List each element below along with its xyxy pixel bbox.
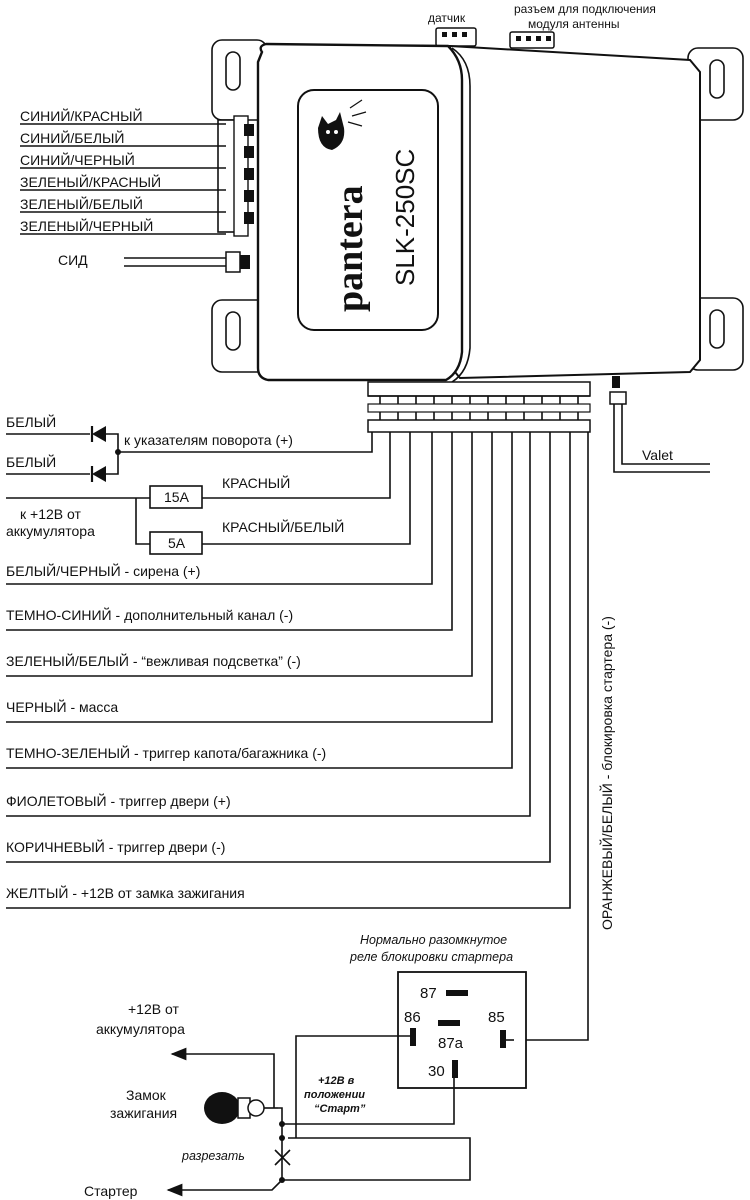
starter-label: Стартер <box>84 1183 138 1199</box>
main-wire-label: ТЕМНО-СИНИЙ - дополнительный канал (-) <box>6 606 293 623</box>
fuse-5a <box>149 531 203 555</box>
left-wire-label: ЗЕЛЕНЫЙ/КРАСНЫЙ <box>20 173 161 190</box>
main-wire-label: ТЕМНО-ЗЕЛЕНЫЙ - триггер капота/багажника… <box>6 744 326 761</box>
fuse-5a-label: 5А <box>168 535 186 551</box>
relay-box <box>397 971 527 1089</box>
left-wire-label: ЗЕЛЕНЫЙ/ЧЕРНЫЙ <box>20 217 153 234</box>
relay-pin-85: 85 <box>488 1009 505 1026</box>
fuse-15a-label: 15А <box>164 489 190 505</box>
valet-connector <box>609 376 627 405</box>
relay-pin-87a-terminal <box>438 1020 460 1026</box>
relay-pin-87: 87 <box>420 985 437 1002</box>
bottom-battery-line1: +12В от <box>128 1001 179 1017</box>
main-wires: БЕЛЫЙ/ЧЕРНЫЙ - сирена (+) ТЕМНО-СИНИЙ - … <box>6 432 571 909</box>
ignition-key-icon <box>204 1092 278 1124</box>
relay-pin-30: 30 <box>428 1063 445 1080</box>
alarm-unit <box>211 39 744 383</box>
main-wire-label: ЧЕРНЫЙ - масса <box>6 698 118 715</box>
relay-pin-87a: 87а <box>438 1035 464 1052</box>
led-label: СИД <box>58 252 88 268</box>
left-wire-label: СИНИЙ/КРАСНЫЙ <box>20 107 143 124</box>
relay-title-line2: реле блокировки стартера <box>349 950 513 964</box>
starter-block-label: ОРАНЖЕВЫЙ/БЕЛЫЙ - блокировка стартера (-… <box>598 616 615 930</box>
sensor-label: датчик <box>428 11 466 25</box>
relay-pin-30-terminal <box>452 1060 458 1078</box>
ignition-label-line1: Замок <box>126 1087 167 1103</box>
left-wire-group: СИНИЙ/КРАСНЫЙ СИНИЙ/БЕЛЫЙ СИНИЙ/ЧЕРНЫЙ З… <box>20 107 226 235</box>
ignition-label-line2: зажигания <box>110 1105 177 1121</box>
fuse-15a <box>149 485 203 509</box>
bottom-battery-line2: аккумулятора <box>96 1021 185 1037</box>
relay-pin-87-terminal <box>446 990 468 996</box>
sensor-connector <box>435 27 477 47</box>
relay-pin-86-terminal <box>410 1028 416 1046</box>
left-wire-label: ЗЕЛЕНЫЙ/БЕЛЫЙ <box>20 195 143 212</box>
turn-signal-label: к указателям поворота (+) <box>124 432 293 448</box>
start-label-line1: +12В в <box>318 1075 355 1087</box>
brand-logo: pantera <box>329 185 371 312</box>
valet-label: Valet <box>642 447 673 463</box>
diode-icon <box>90 426 106 442</box>
start-label-line2: положении <box>304 1089 365 1101</box>
antenna-label-line2: модуля антенны <box>528 17 619 31</box>
relay-pin-86: 86 <box>404 1009 421 1026</box>
left-wire-label: СИНИЙ/ЧЕРНЫЙ <box>20 151 135 168</box>
turn-wire-label-1: БЕЛЫЙ <box>6 413 56 430</box>
red-white-wire-label: КРАСНЫЙ/БЕЛЫЙ <box>222 518 344 535</box>
main-wire-label: КОРИЧНЕВЫЙ - триггер двери (-) <box>6 838 225 855</box>
antenna-connector <box>509 31 555 49</box>
diode-icon <box>90 466 106 482</box>
turn-wire-label-2: БЕЛЫЙ <box>6 453 56 470</box>
main-wire-label: БЕЛЫЙ/ЧЕРНЫЙ - сирена (+) <box>6 562 200 579</box>
cat-logo-icon <box>318 99 367 150</box>
main-wire-label: ЗЕЛЕНЫЙ/БЕЛЫЙ - “вежливая подсветка” (-) <box>6 652 301 669</box>
battery-label-line2: аккумулятора <box>6 523 95 539</box>
battery-label-line1: к +12В от <box>20 506 81 522</box>
cut-mark-icon <box>274 1149 291 1166</box>
main-wire-label: ФИОЛЕТОВЫЙ - триггер двери (+) <box>6 792 231 809</box>
model-name: SLK-250SC <box>390 149 420 286</box>
led-connector <box>225 251 250 273</box>
left-wire-label: СИНИЙ/БЕЛЫЙ <box>20 129 124 146</box>
start-label-line3: “Старт” <box>314 1103 366 1115</box>
relay-pin-85-terminal <box>500 1030 506 1048</box>
relay-title-line1: Нормально разомкнутое <box>360 933 507 947</box>
left-connector <box>217 115 254 237</box>
red-wire-label: КРАСНЫЙ <box>222 474 290 491</box>
main-wire-label: ЖЕЛТЫЙ - +12В от замка зажигания <box>6 884 245 901</box>
antenna-label-line1: разъем для подключения <box>514 2 656 16</box>
cut-label: разрезать <box>181 1149 245 1163</box>
bottom-connector <box>367 381 591 433</box>
